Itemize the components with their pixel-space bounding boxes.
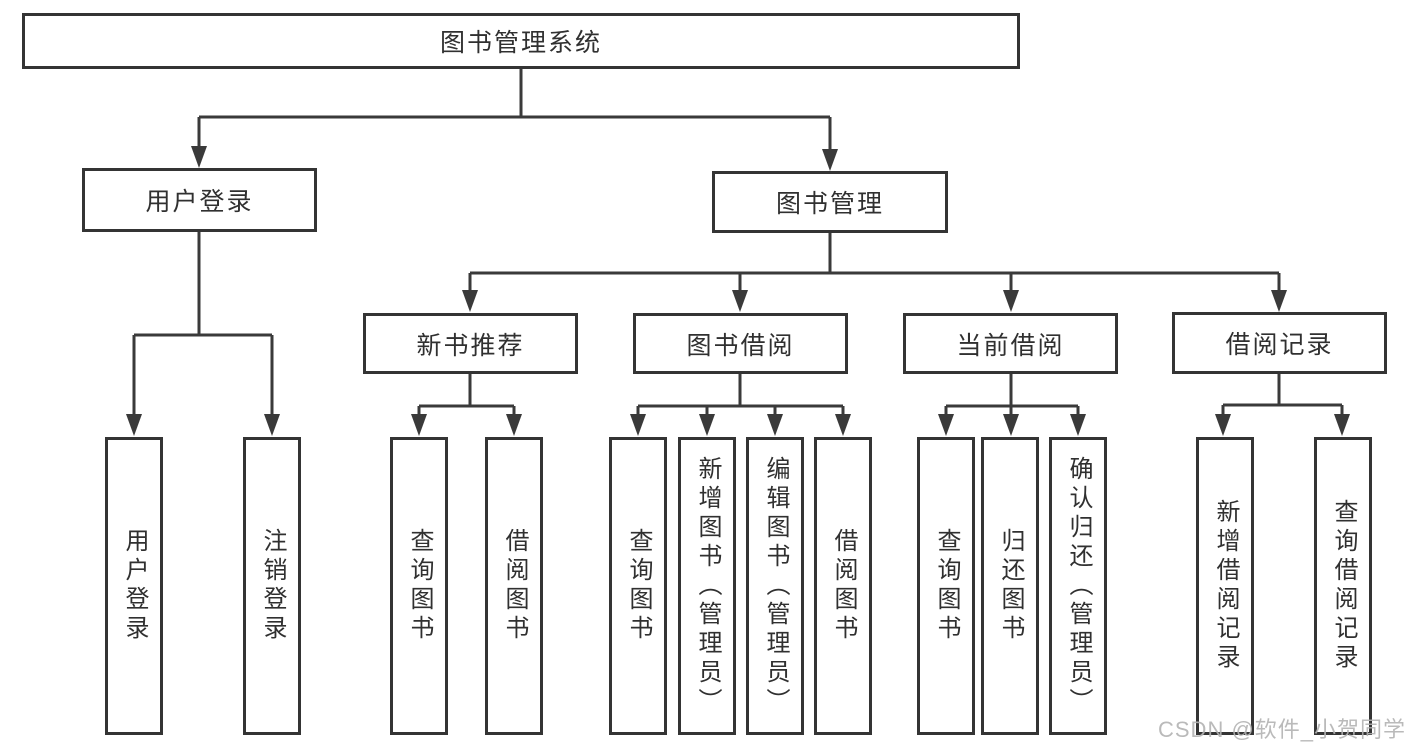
leaf-label: 确认归还（管理员） xyxy=(1065,455,1092,717)
leaf-query-books-current: 查询图书 xyxy=(917,437,975,735)
node-new-book-recommend: 新书推荐 xyxy=(363,313,578,374)
node-book-management: 图书管理 xyxy=(712,171,948,233)
leaf-logout: 注销登录 xyxy=(243,437,301,735)
leaf-borrow-books-recommend: 借阅图书 xyxy=(485,437,543,735)
node-book-borrow: 图书借阅 xyxy=(633,313,848,374)
leaf-label: 新增借阅记录 xyxy=(1212,499,1239,673)
leaf-add-books-admin: 新增图书（管理员） xyxy=(678,437,736,735)
leaf-label: 新增图书（管理员） xyxy=(694,455,721,717)
leaf-return-books: 归还图书 xyxy=(981,437,1039,735)
node-current-borrow: 当前借阅 xyxy=(903,313,1118,374)
leaf-label: 查询图书 xyxy=(625,528,652,644)
node-user-login: 用户登录 xyxy=(82,168,317,232)
leaf-confirm-return-admin: 确认归还（管理员） xyxy=(1049,437,1107,735)
leaf-label: 查询图书 xyxy=(933,528,960,644)
leaf-edit-books-admin: 编辑图书（管理员） xyxy=(746,437,804,735)
leaf-label: 查询借阅记录 xyxy=(1330,499,1357,673)
leaf-label: 归还图书 xyxy=(997,528,1024,644)
leaf-label: 借阅图书 xyxy=(501,528,528,644)
node-borrow-records: 借阅记录 xyxy=(1172,312,1387,374)
leaf-label: 注销登录 xyxy=(259,528,286,644)
leaf-borrow-books: 借阅图书 xyxy=(814,437,872,735)
node-root-system: 图书管理系统 xyxy=(22,13,1020,69)
leaf-query-books-recommend: 查询图书 xyxy=(390,437,448,735)
leaf-query-borrow-record: 查询借阅记录 xyxy=(1314,437,1372,735)
leaf-add-borrow-record: 新增借阅记录 xyxy=(1196,437,1254,735)
leaf-label: 用户登录 xyxy=(121,528,148,644)
csdn-watermark: CSDN @软件_小贺同学 xyxy=(1158,717,1405,742)
leaf-query-books-borrow: 查询图书 xyxy=(609,437,667,735)
leaf-label: 借阅图书 xyxy=(830,528,857,644)
leaf-label: 查询图书 xyxy=(406,528,433,644)
leaf-user-login: 用户登录 xyxy=(105,437,163,735)
leaf-label: 编辑图书（管理员） xyxy=(762,455,789,717)
